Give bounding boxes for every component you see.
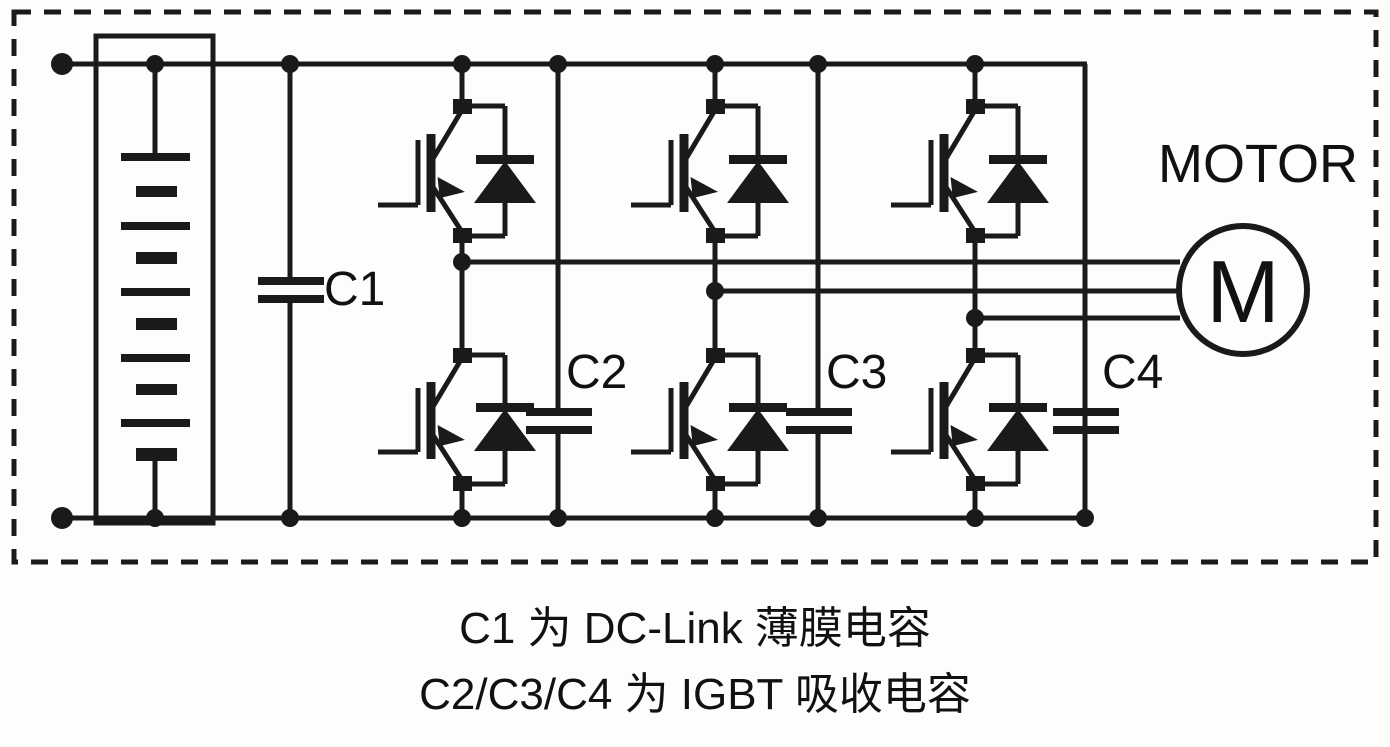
motor-title-label: MOTOR xyxy=(1158,134,1358,194)
caption-line-2: C2/C3/C4 为 IGBT 吸收电容 xyxy=(419,670,971,719)
inverter-leg-phase-a xyxy=(378,64,536,518)
igbt-lower-b xyxy=(631,291,789,518)
capacitor-c3-label: C3 xyxy=(826,346,887,399)
diode-upper-c xyxy=(987,155,1049,203)
capacitor-c4-label: C4 xyxy=(1102,346,1163,399)
diode-lower-b xyxy=(727,403,789,451)
terminal-positive xyxy=(51,53,73,75)
inverter-leg-phase-c xyxy=(891,64,1049,518)
capacitor-c2-label: C2 xyxy=(566,346,627,399)
capacitor-c2 xyxy=(526,64,592,518)
diode-lower-a xyxy=(474,403,536,451)
enclosure-dashed-border xyxy=(11,9,1379,565)
rail-junction-dots xyxy=(146,55,1094,527)
terminal-negative xyxy=(51,507,73,529)
igbt-lower-a xyxy=(378,262,536,518)
diode-lower-c xyxy=(987,403,1049,451)
battery-plates xyxy=(121,153,190,461)
capacitor-c1-label: C1 xyxy=(324,263,385,316)
motor-symbol: M xyxy=(1176,223,1310,357)
motor-symbol-letter: M xyxy=(1206,242,1279,341)
inverter-leg-phase-b xyxy=(631,64,789,518)
igbt-upper-b xyxy=(631,64,789,291)
igbt-upper-a xyxy=(378,64,536,262)
diode-upper-a xyxy=(474,155,536,203)
caption-line-1: C1 为 DC-Link 薄膜电容 xyxy=(459,604,931,653)
capacitor-c3 xyxy=(786,64,852,518)
diode-upper-b xyxy=(727,155,789,203)
capacitor-c1 xyxy=(258,64,324,518)
igbt-upper-c xyxy=(891,64,1049,318)
igbt-lower-c xyxy=(891,318,1049,518)
capacitor-c4 xyxy=(1053,408,1119,518)
caption-block: C1 为 DC-Link 薄膜电容 C2/C3/C4 为 IGBT 吸收电容 xyxy=(0,596,1390,728)
